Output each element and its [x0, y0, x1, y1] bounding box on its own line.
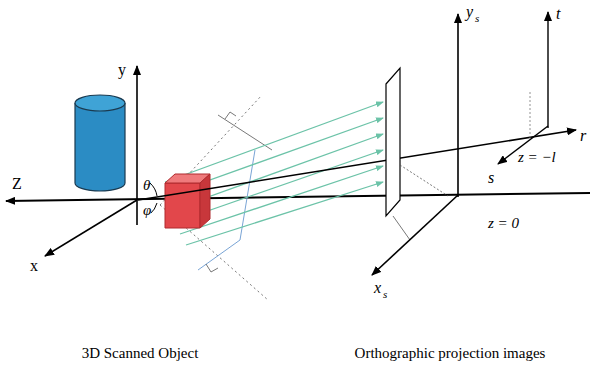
t-axis — [547, 12, 548, 128]
axis-label: y — [466, 4, 473, 20]
axis-label: x — [30, 258, 38, 274]
r-axis — [138, 130, 576, 200]
caption-right: Orthographic projection images — [355, 346, 546, 361]
cube — [165, 174, 210, 228]
angle-label: θ — [143, 178, 150, 193]
plane-line — [198, 240, 240, 270]
axis-label: r — [580, 128, 586, 144]
axis-label: t — [556, 6, 560, 22]
axis-subscript: s — [383, 289, 387, 300]
ys-axis — [457, 14, 459, 197]
caption-left: 3D Scanned Object — [82, 346, 199, 361]
x-axis — [45, 200, 137, 256]
image-plane — [386, 68, 400, 216]
cylinder — [75, 95, 125, 191]
axis-label: y — [118, 62, 126, 78]
angle-label: φ — [143, 203, 151, 218]
plane-label: z = 0 — [488, 216, 519, 231]
projection-rays — [165, 102, 383, 245]
xs-axis — [372, 195, 458, 275]
axis-label: x — [374, 280, 381, 296]
plane-label: z = −l — [518, 150, 556, 165]
axis-subscript: s — [475, 13, 479, 24]
plane-line — [218, 115, 272, 150]
axis-label: s — [488, 170, 494, 186]
axis-label: Z — [12, 176, 22, 192]
